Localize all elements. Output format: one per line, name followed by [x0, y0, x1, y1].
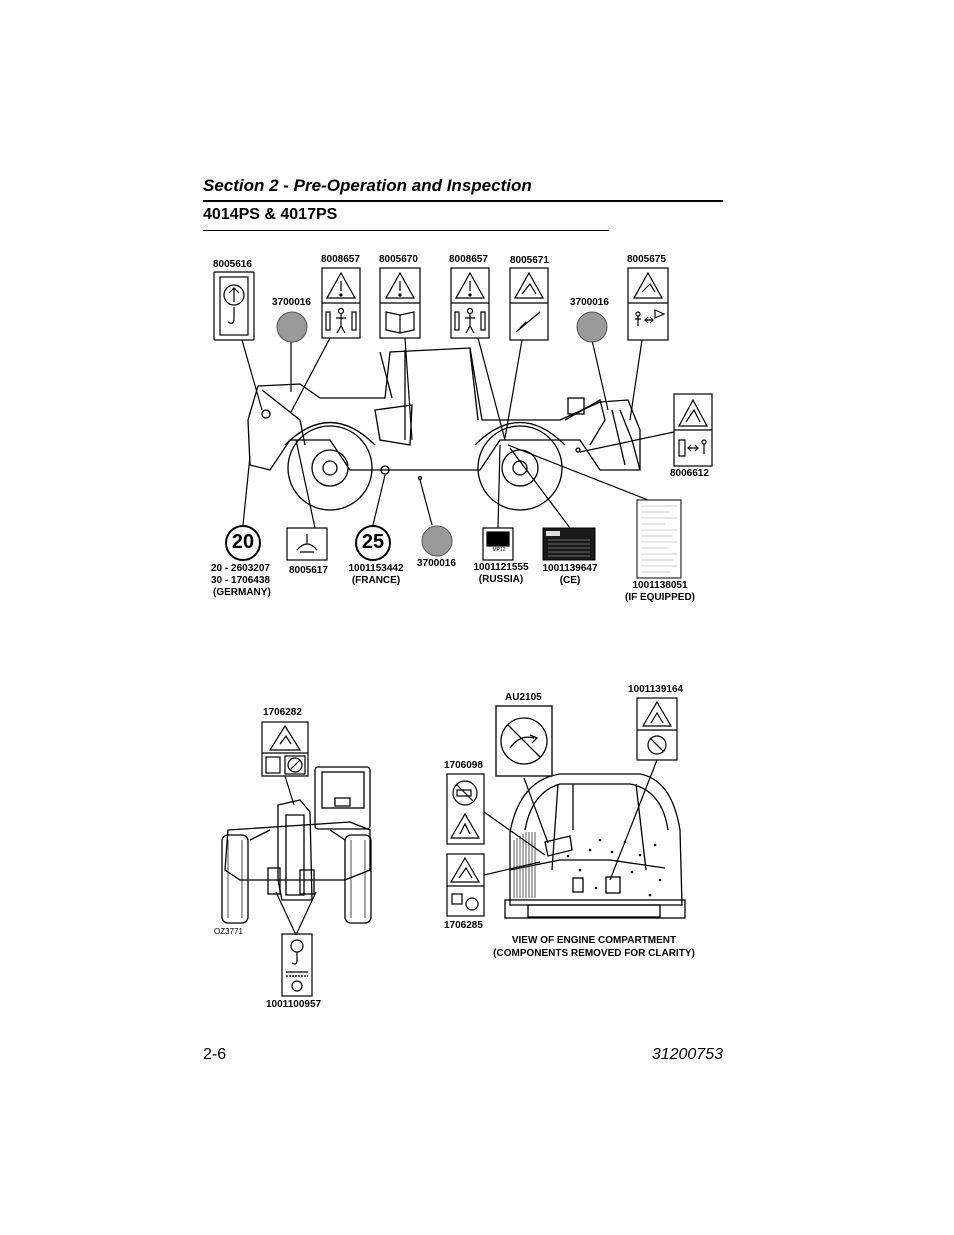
document-number: 31200753 [651, 1046, 723, 1063]
decal-8005671 [509, 267, 549, 341]
germany-line2: 30 - 1706438 [211, 575, 270, 586]
label-8008657-b: 8008657 [449, 254, 488, 265]
ce-line2: (CE) [559, 575, 581, 586]
france-line1: 1001153442 [348, 563, 404, 574]
front-carriage [261, 389, 306, 446]
figure-id: OZ3771 [214, 927, 243, 936]
equipped-line2: (IF EQUIPPED) [624, 592, 695, 603]
front-wheel [287, 425, 373, 511]
label-8005670: 8005670 [379, 254, 418, 265]
france-line2: (FRANCE) [351, 575, 401, 586]
engine-caption-line2: (COMPONENTS REMOVED FOR CLARITY) [493, 948, 695, 959]
decal-8005670 [379, 267, 421, 339]
decal-8006612 [673, 393, 713, 467]
dot-3700016-a [276, 311, 308, 343]
model-title: 4014PS & 4017PS [203, 206, 338, 223]
speed-badge-25: 25 [361, 531, 385, 553]
label-russia: 1001121555 (RUSSIA) [470, 562, 532, 586]
decal-russia [482, 527, 514, 561]
label-8006612: 8006612 [670, 468, 709, 479]
speed-badge-25-circle [355, 525, 391, 561]
decal-8008657-a [321, 267, 361, 339]
label-3700016-b: 3700016 [570, 297, 609, 308]
label-1001139164: 1001139164 [628, 684, 684, 695]
engine-caption-line1: VIEW OF ENGINE COMPARTMENT [511, 935, 677, 946]
label-au2105: AU2105 [505, 692, 542, 703]
step-panel [374, 404, 413, 446]
rear-wheel [477, 425, 563, 511]
germany-line1: 20 - 2603207 [211, 563, 270, 574]
cab-frame [379, 349, 479, 440]
ce-line1: 1001139647 [542, 563, 598, 574]
label-8008657-a: 8008657 [321, 254, 360, 265]
label-3700016-c: 3700016 [417, 558, 456, 569]
label-1706098: 1706098 [444, 760, 483, 771]
page-number: 2-6 [203, 1046, 227, 1063]
label-1706282: 1706282 [263, 707, 302, 718]
label-if-equipped: 1001138051 (IF EQUIPPED) [619, 580, 701, 604]
russia-decal-text: MP12 [492, 547, 506, 553]
label-8005617: 8005617 [289, 565, 328, 576]
engine-caption: VIEW OF ENGINE COMPARTMENT (COMPONENTS R… [483, 935, 705, 960]
header-rule [203, 200, 723, 202]
dot-3700016-c [421, 525, 453, 557]
decal-8005675 [627, 267, 669, 341]
label-germany: 20 - 2603207 30 - 1706438 (GERMANY) [211, 563, 271, 599]
rear-frame [564, 399, 606, 446]
decal-8005616-hook [213, 271, 255, 341]
russia-line1: 1001121555 [473, 562, 529, 573]
decal-if-equipped-plate [636, 499, 682, 579]
equipped-line1: 1001138051 [632, 580, 688, 591]
speed-badge-20: 20 [231, 531, 255, 553]
section-title: Section 2 - Pre-Operation and Inspection [203, 176, 532, 195]
label-8005616: 8005616 [213, 259, 252, 270]
speed-badge-20-circle [225, 525, 261, 561]
decal-ce-plate [542, 527, 596, 561]
decal-8008657-b [450, 267, 490, 339]
rear-block [567, 397, 585, 415]
dot-3700016-b [576, 311, 608, 343]
model-title-rule [203, 230, 609, 231]
decal-8005617 [286, 527, 328, 561]
label-1001100957: 1001100957 [266, 999, 322, 1010]
label-france: 1001153442 (FRANCE) [345, 563, 407, 587]
germany-line3: (GERMANY) [213, 587, 271, 598]
label-8005675: 8005675 [627, 254, 666, 265]
russia-line2: (RUSSIA) [478, 574, 524, 585]
label-1706285: 1706285 [444, 920, 483, 931]
label-ce: 1001139647 (CE) [539, 563, 601, 587]
label-8005671: 8005671 [510, 255, 549, 266]
label-3700016-a: 3700016 [272, 297, 311, 308]
